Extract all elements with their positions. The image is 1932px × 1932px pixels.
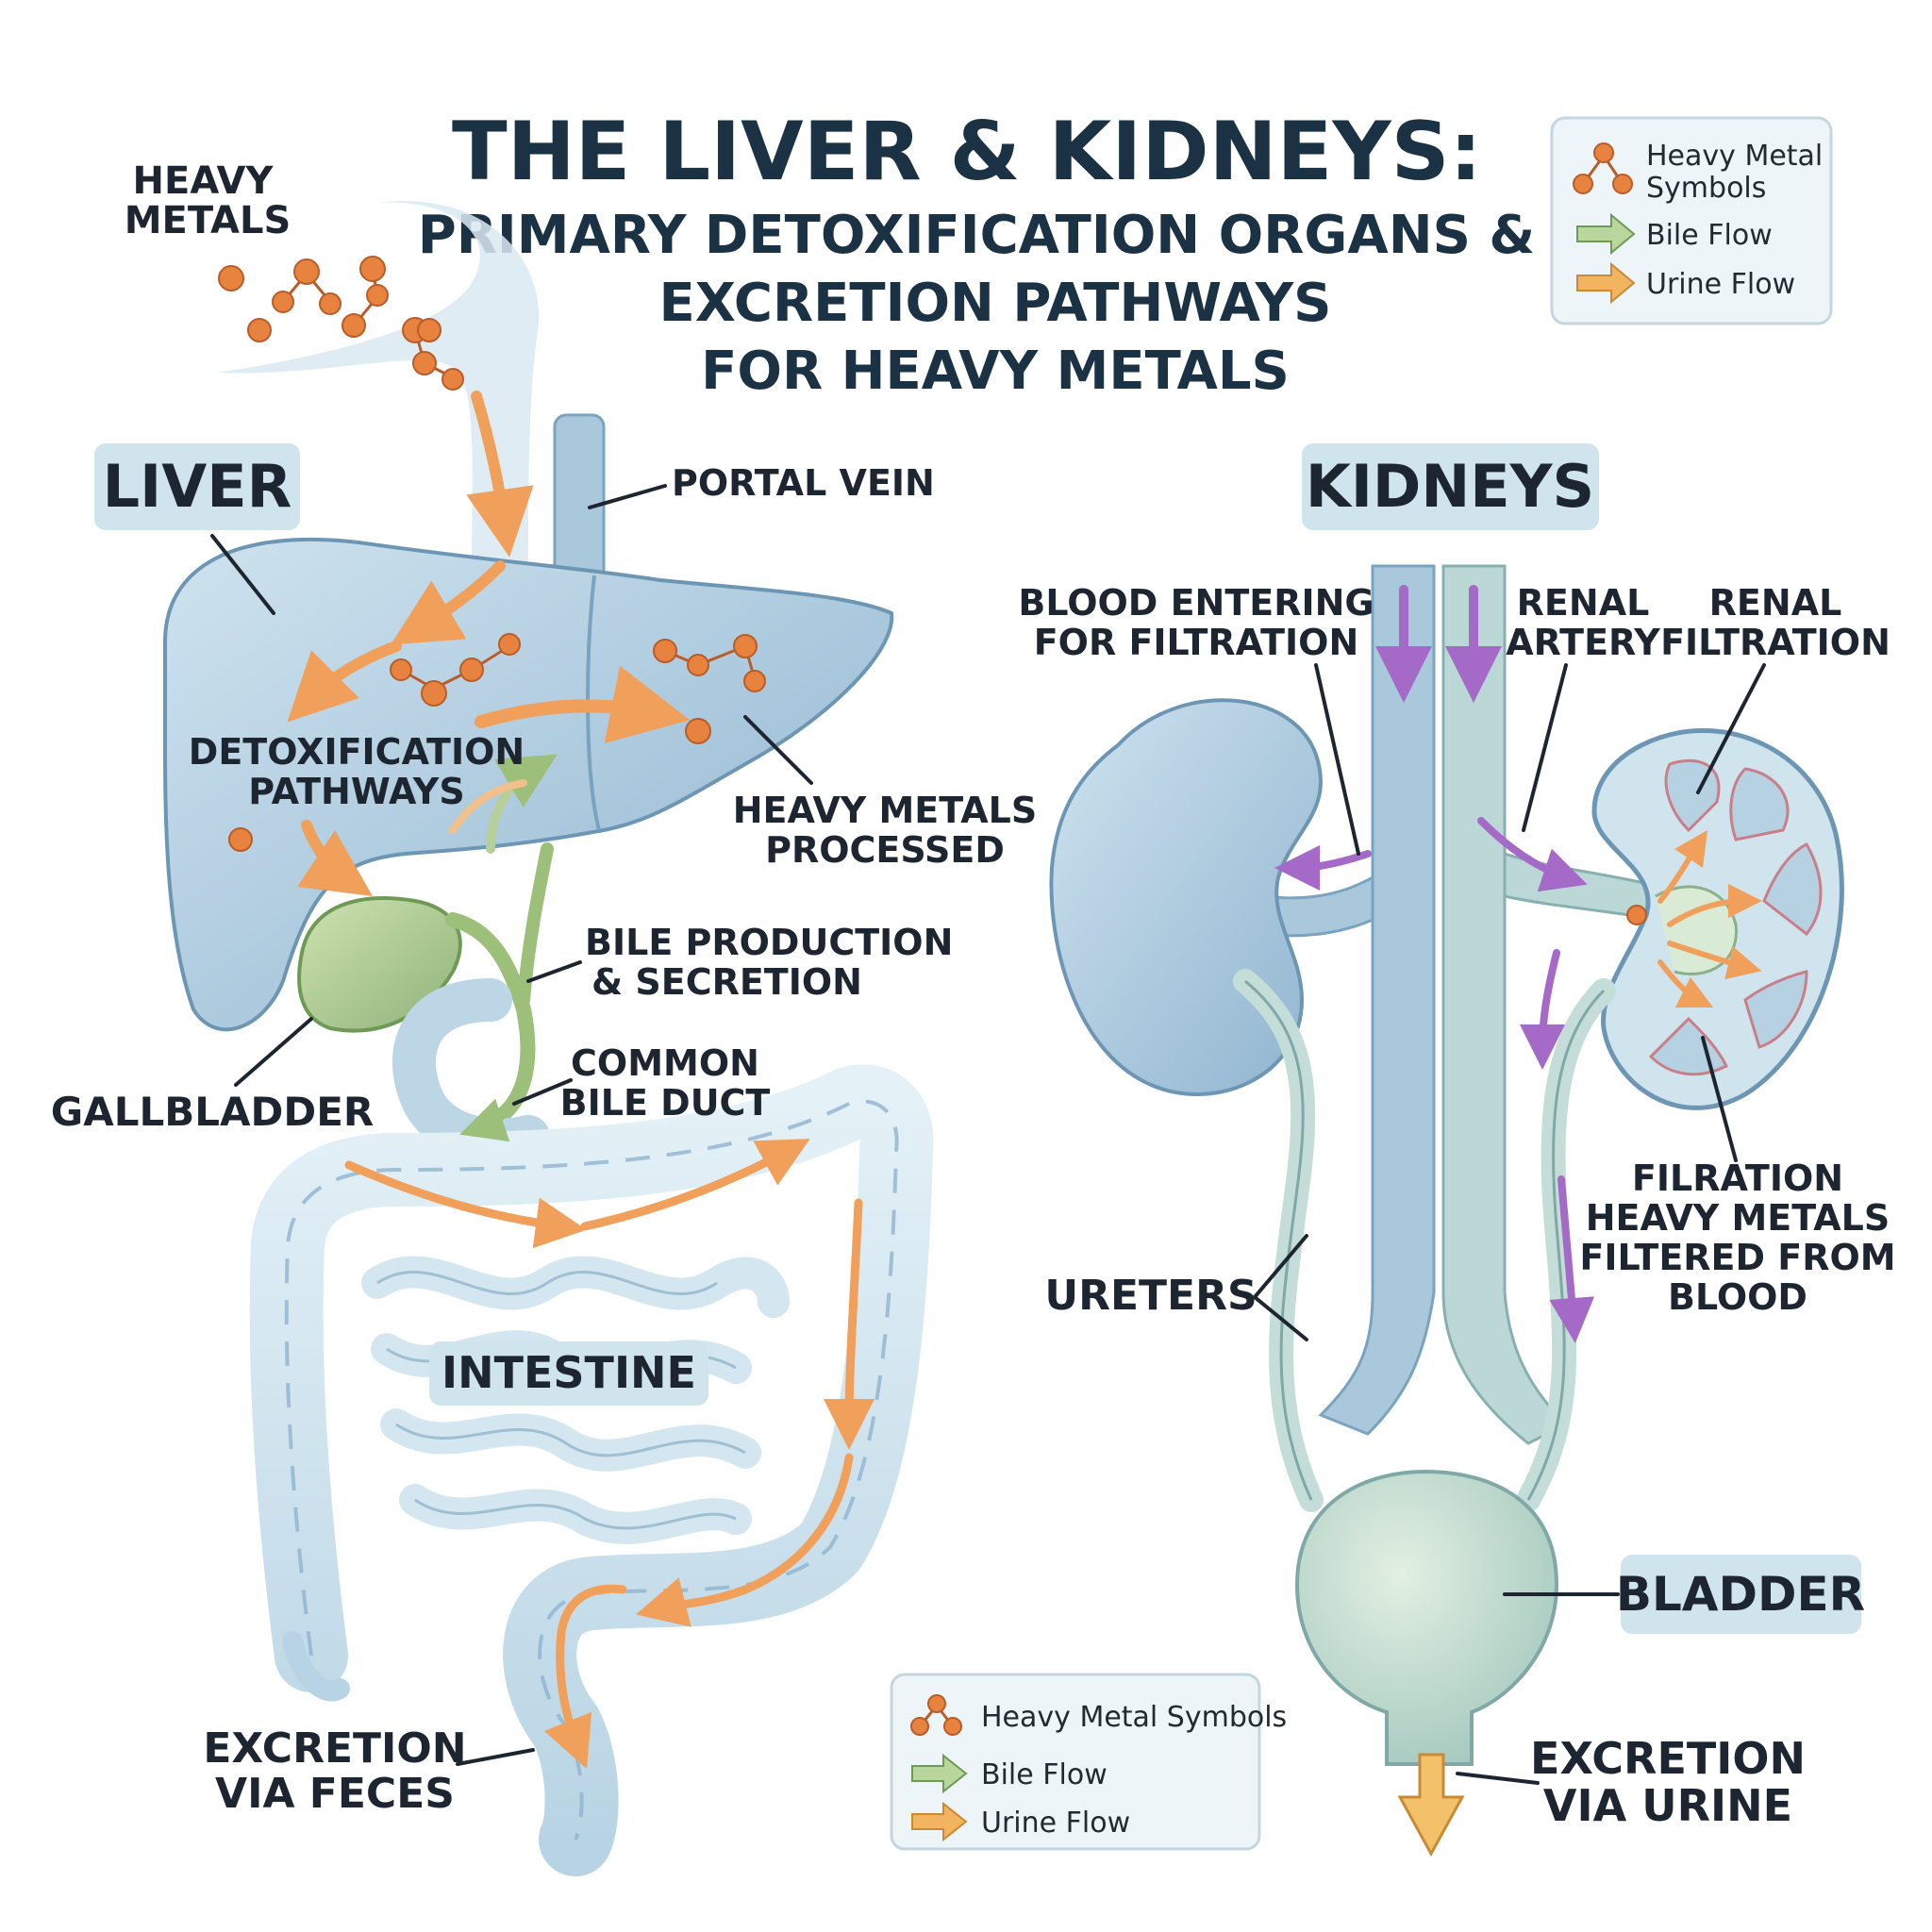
filtered-label-1: FILRATION [1632,1158,1843,1199]
legend-top-metal-1: Heavy Metal [1646,140,1823,173]
legend-bottom-urine: Urine Flow [981,1807,1130,1840]
filtered-label-4: BLOOD [1668,1276,1807,1318]
urine-exit-arrow [1397,1753,1465,1857]
intestine-label: INTESTINE [441,1347,696,1398]
legend-top-metal-2: Symbols [1646,172,1766,205]
heavy-metals-label-2: METALS [125,199,291,242]
blood-entering-label-2: FOR FILTRATION [1034,622,1359,663]
ureters-label: URETERS [1044,1272,1257,1320]
legend-bottom-bile: Bile Flow [981,1758,1108,1791]
legend-bottom-metal: Heavy Metal Symbols [981,1701,1287,1734]
heavy-metal-symbol-icon [1573,142,1633,194]
renal-artery-label-1: RENAL [1517,582,1650,624]
detoxification-label-1: DETOXIFICATION [189,731,525,773]
bile-production-label-2: & SECRETION [591,961,862,1003]
urine-flow-arrow-icon [911,1801,968,1842]
portal-vein-label: PORTAL VEIN [672,462,935,504]
filtered-label-3: FILTERED FROM [1579,1237,1895,1278]
title-block: THE LIVER & KIDNEYS: PRIMARY DETOXIFICAT… [418,105,1535,402]
heavy-metal-symbol-icon [910,1694,962,1736]
renal-filtration-label-2: FILTRATION [1660,622,1890,663]
excretion-feces-label-1: EXCRETION [203,1724,466,1773]
kidney-labels: KIDNEYS BLOOD ENTERING FOR FILTRATION RE… [1018,443,1896,1831]
filtered-label-2: HEAVY METALS [1586,1197,1890,1239]
bladder [1294,1469,1559,1766]
kidneys-label: KIDNEYS [1306,452,1594,521]
detoxification-label-2: PATHWAYS [248,771,464,812]
vena-cava-vessel [1441,564,1569,1445]
title-line-3: EXCRETION PATHWAYS [659,273,1332,334]
urine-flow-arrow-icon [1576,261,1636,305]
heavy-metals-processed-label-2: PROCESSED [765,829,1005,871]
legend-top: Heavy Metal Symbols Bile Flow Urine Flow [1550,116,1833,325]
right-kidney-cross-section [1591,728,1844,1110]
liver-label: LIVER [103,452,292,521]
liver-labels: HEAVY METALS LIVER PORTAL VEIN DETOXIFIC… [51,159,1038,1818]
gallbladder [297,896,462,1033]
bile-flow-arrow-icon [911,1753,968,1794]
bile-production-label-1: BILE PRODUCTION [585,922,953,963]
renal-artery-label-2: ARTERY [1506,622,1660,663]
portal-vein [553,413,606,591]
heavy-metals-label-1: HEAVY [133,159,275,203]
duodenum [392,978,550,1162]
legend-top-urine: Urine Flow [1646,268,1795,301]
liver-flow-arrows [287,391,875,1770]
title-line-2: PRIMARY DETOXIFICATION ORGANS & [418,205,1535,266]
legend-top-bile: Bile Flow [1646,219,1773,252]
excretion-feces-label-2: VIA FECES [215,1770,455,1818]
gallbladder-label: GALLBLADDER [51,1089,375,1135]
excretion-urine-label-2: VIA URINE [1543,1780,1792,1831]
title-line-4: FOR HEAVY METALS [701,341,1290,402]
legend-bottom: Heavy Metal Symbols Bile Flow Urine Flow [890,1673,1287,1851]
blood-entering-label-1: BLOOD ENTERING [1018,582,1374,624]
excretion-urine-label-1: EXCRETION [1530,1733,1806,1784]
title-line-1: THE LIVER & KIDNEYS: [452,105,1482,199]
heavy-metals-processed-label-1: HEAVY METALS [733,790,1037,831]
kidney-flow-arrows [1274,585,1762,1343]
common-bile-duct-label-2: BILE DUCT [560,1082,771,1124]
bladder-label: BLADDER [1616,1567,1865,1622]
renal-filtration-label-1: RENAL [1709,582,1842,624]
bile-flow-arrow-icon [1576,212,1636,256]
common-bile-duct-label-1: COMMON [571,1042,759,1084]
aorta-vessel [1318,564,1436,1436]
heavy-metal-molecules-liver [218,256,766,852]
